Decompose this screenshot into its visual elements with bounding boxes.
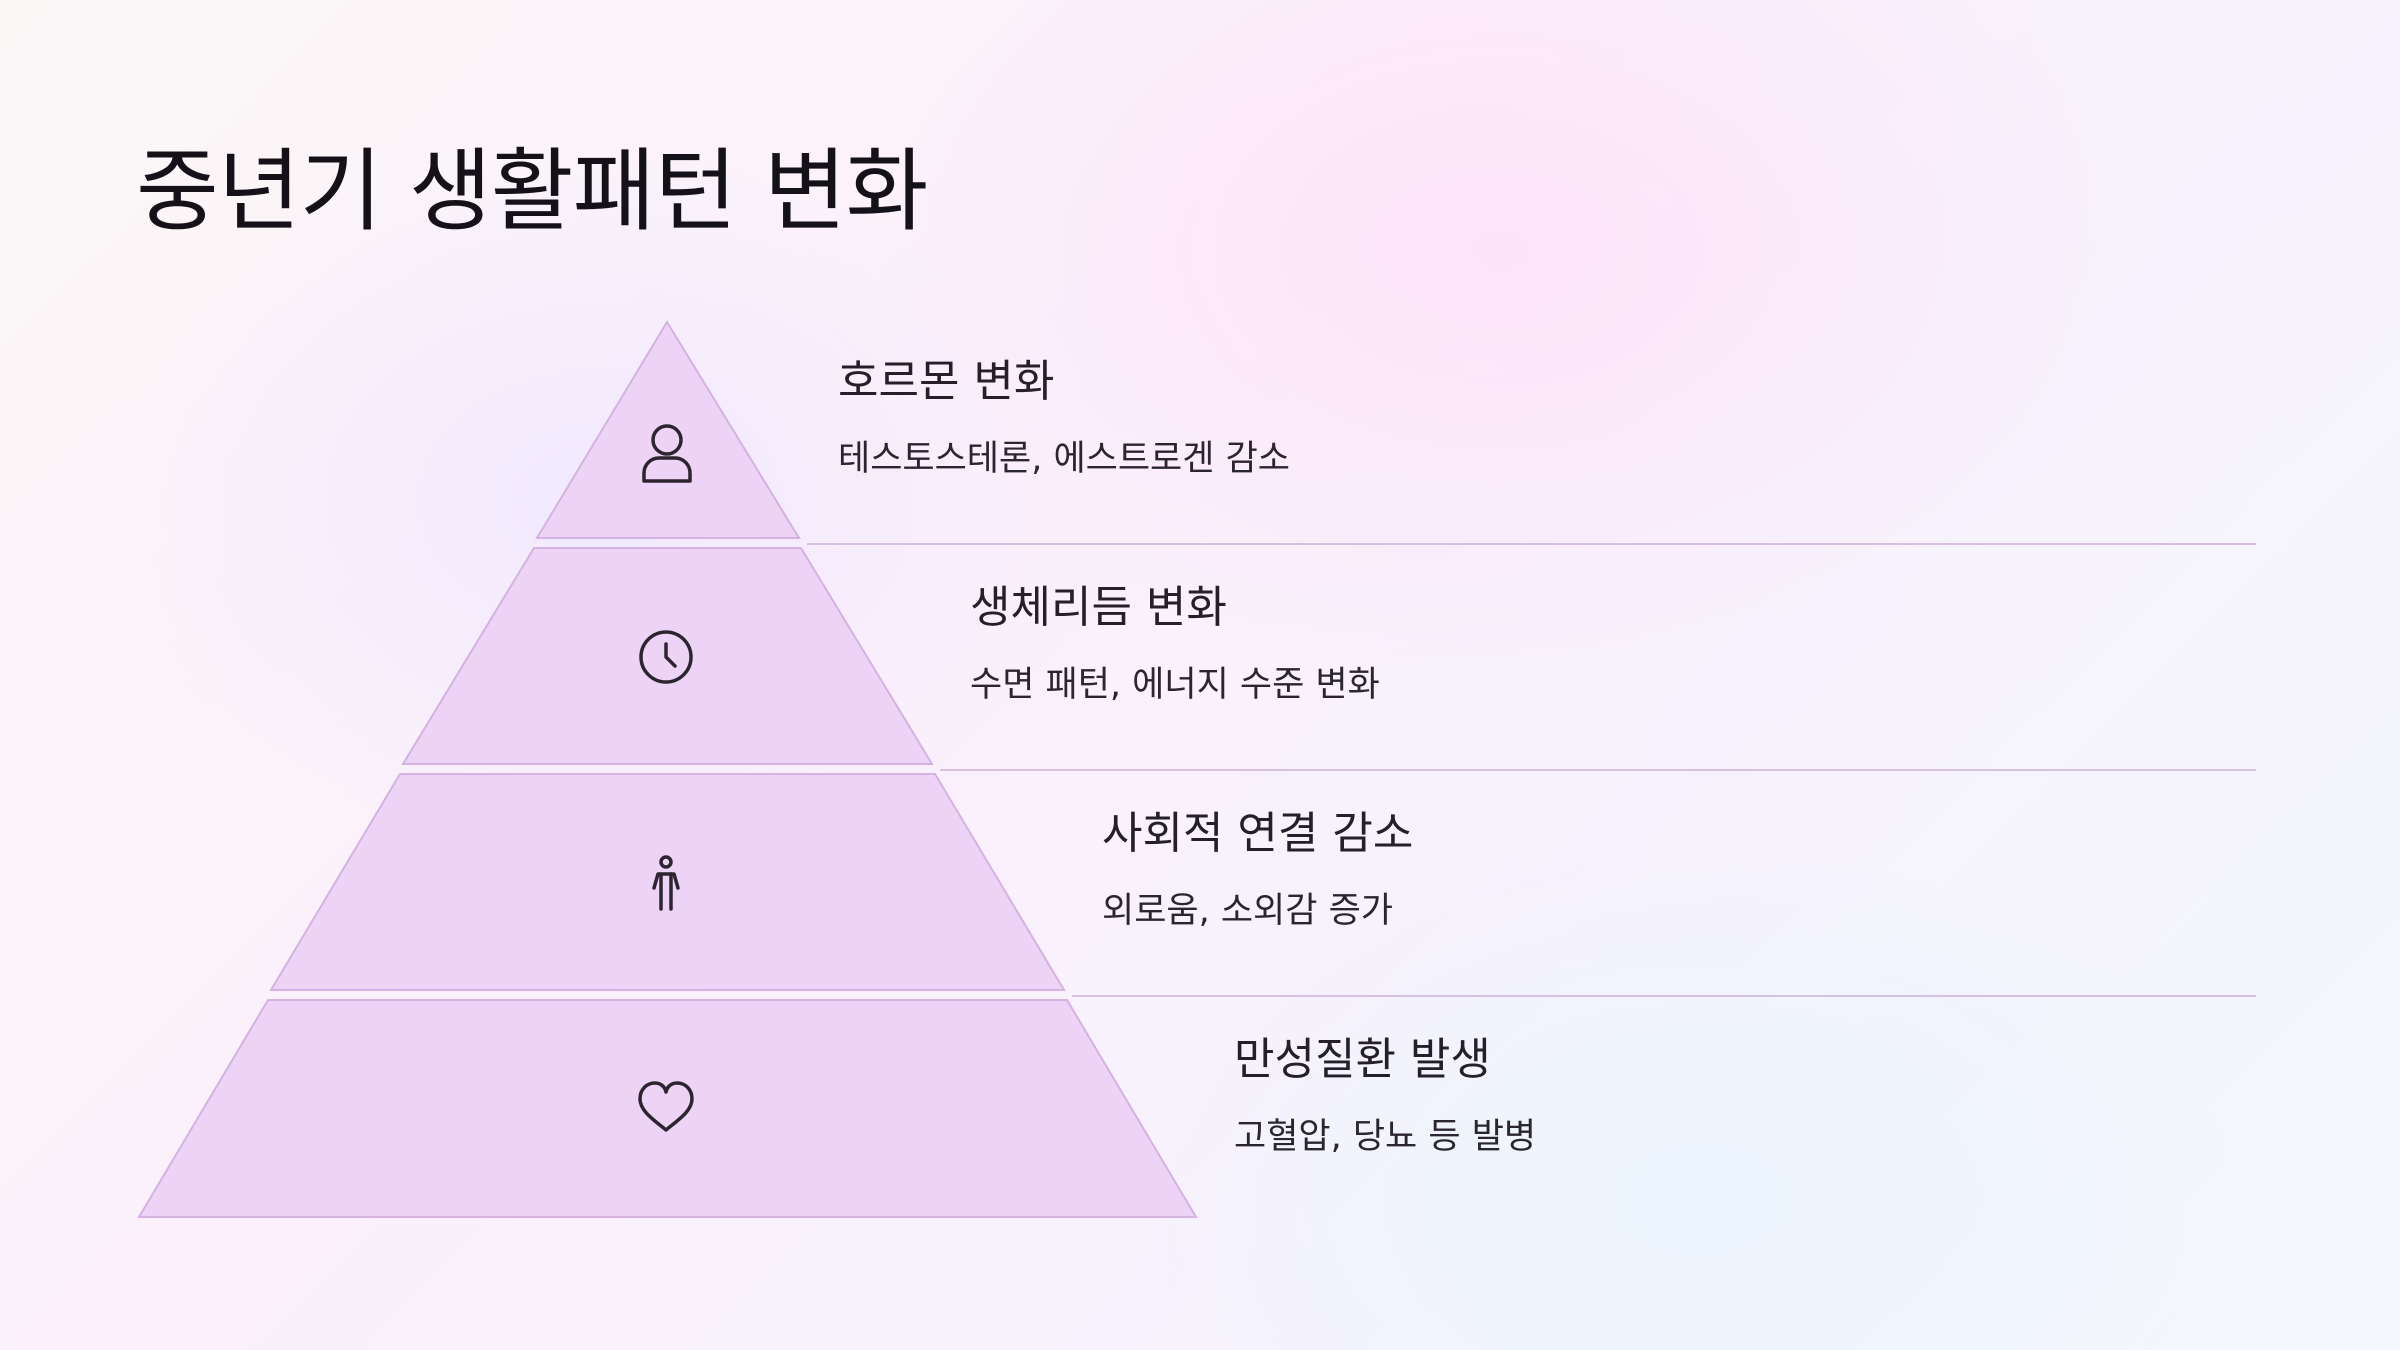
tier-3-text: 사회적 연결 감소 외로움, 소외감 증가 xyxy=(1102,812,1413,929)
pyramid-tier-2 xyxy=(401,547,934,765)
tier-2-heading: 생체리듬 변화 xyxy=(970,582,1227,633)
heart-icon xyxy=(638,1081,694,1132)
tier-4-text: 만성질환 발생 고혈압, 당뇨 등 발병 xyxy=(1234,1038,1536,1155)
tier-4-heading: 만성질환 발생 xyxy=(1234,1034,1491,1085)
page-title: 중년기 생활패턴 변화 xyxy=(136,139,928,244)
tier-3-heading: 사회적 연결 감소 xyxy=(1102,808,1414,859)
standing-figure-icon xyxy=(652,855,680,911)
tier-2-text: 생체리듬 변화 수면 패턴, 에너지 수준 변화 xyxy=(970,586,1380,703)
tier-2-description: 수면 패턴, 에너지 수준 변화 xyxy=(970,665,1380,705)
tier-1-heading: 호르몬 변화 xyxy=(838,356,1055,407)
pyramid-tier-1 xyxy=(535,320,801,539)
pyramid-tier-4 xyxy=(137,999,1198,1218)
tier-1-text: 호르몬 변화 테스토스테론, 에스트로겐 감소 xyxy=(838,360,1290,477)
tier-1-description: 테스토스테론, 에스트로겐 감소 xyxy=(838,439,1290,479)
tier-4-description: 고혈압, 당뇨 등 발병 xyxy=(1234,1117,1537,1157)
pyramid-tier-3 xyxy=(269,773,1066,991)
person-icon xyxy=(642,424,692,483)
tier-3-description: 외로움, 소외감 증가 xyxy=(1102,891,1393,931)
clock-icon xyxy=(639,630,693,684)
